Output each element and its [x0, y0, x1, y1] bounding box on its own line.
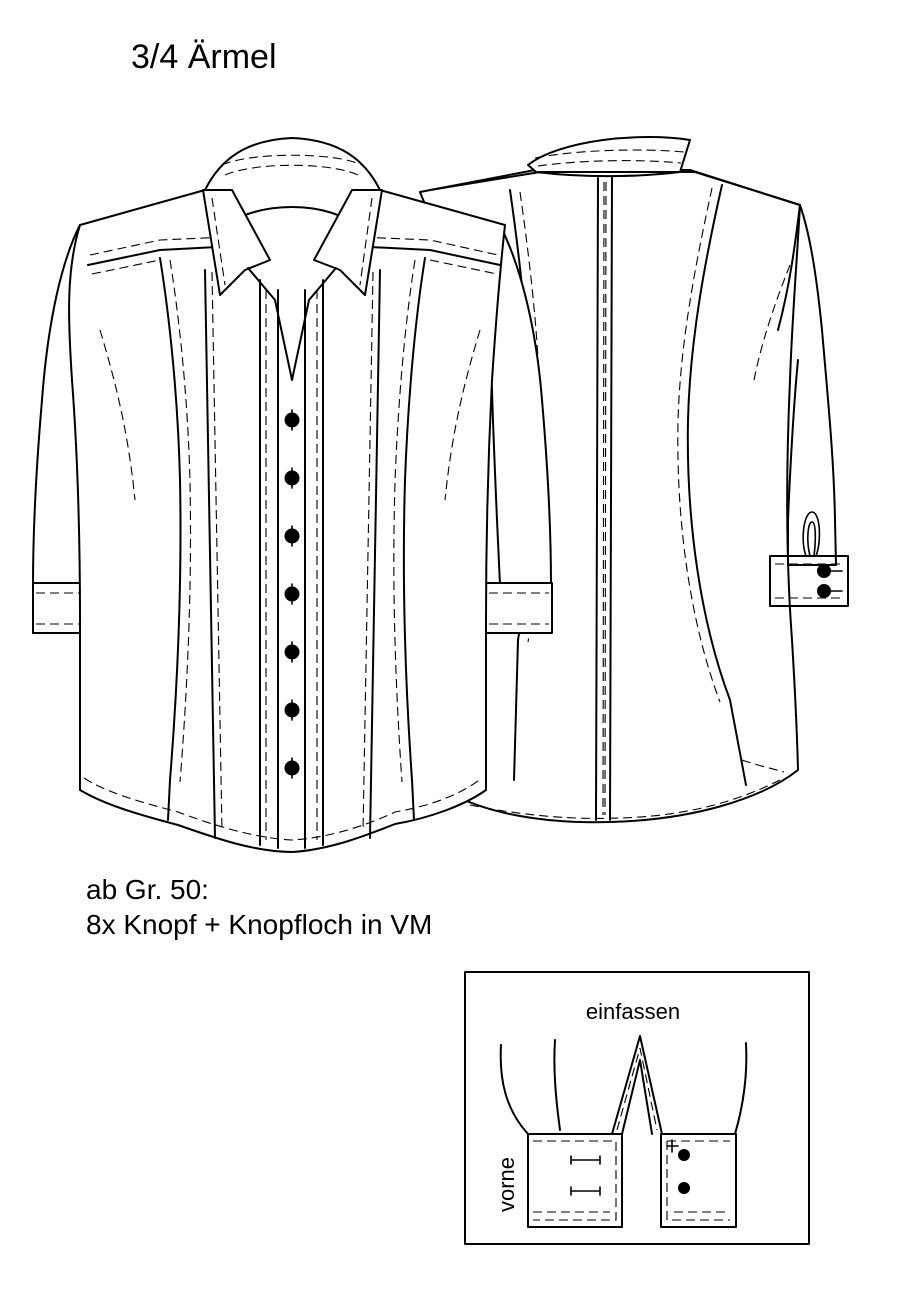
- back-collar: [527, 136, 691, 178]
- button: [284, 528, 300, 544]
- button: [284, 470, 300, 486]
- back-cuff: [769, 555, 849, 607]
- detail-placket-binding: [611, 1035, 663, 1135]
- front-collar-right-point: [313, 189, 383, 296]
- button: [284, 412, 300, 428]
- detail-cuff-back: [660, 1133, 737, 1228]
- detail-frame: [464, 971, 810, 1245]
- button: [284, 644, 300, 660]
- size-note-line-2: 8x Knopf + Knopfloch in VM: [86, 909, 433, 940]
- front-right-sleeve: [489, 224, 552, 586]
- shirt-front-view: [32, 137, 553, 853]
- front-buttons: [284, 409, 300, 779]
- cuff-button: [817, 564, 831, 578]
- button: [284, 586, 300, 602]
- detail-label-einfassen: einfassen: [586, 999, 680, 1024]
- center-back-pleat: [595, 177, 613, 821]
- detail-label-vorne: vorne: [494, 1157, 519, 1212]
- size-note: ab Gr. 50: 8x Knopf + Knopfloch in VM: [86, 872, 432, 942]
- page-title: 3/4 Ärmel: [131, 38, 277, 76]
- sleeve-placket-loop: [802, 511, 821, 557]
- cuff-button: [817, 584, 831, 598]
- button: [284, 702, 300, 718]
- detail-button: [678, 1182, 690, 1194]
- button: [284, 760, 300, 776]
- detail-cuff-front: [527, 1133, 623, 1228]
- detail-button: [678, 1149, 690, 1161]
- button-placket: [259, 279, 324, 849]
- cuff-detail-box: einfassen vorne: [464, 971, 810, 1245]
- detail-sleeve-right: [734, 1042, 748, 1135]
- detail-sleeve-left: [499, 1039, 561, 1135]
- detail-buttonholes: [570, 1155, 601, 1196]
- size-note-line-1: ab Gr. 50:: [86, 874, 209, 905]
- front-collar-left-point: [202, 189, 271, 296]
- back-sleeve: [787, 204, 837, 566]
- front-body-outline: [68, 189, 506, 853]
